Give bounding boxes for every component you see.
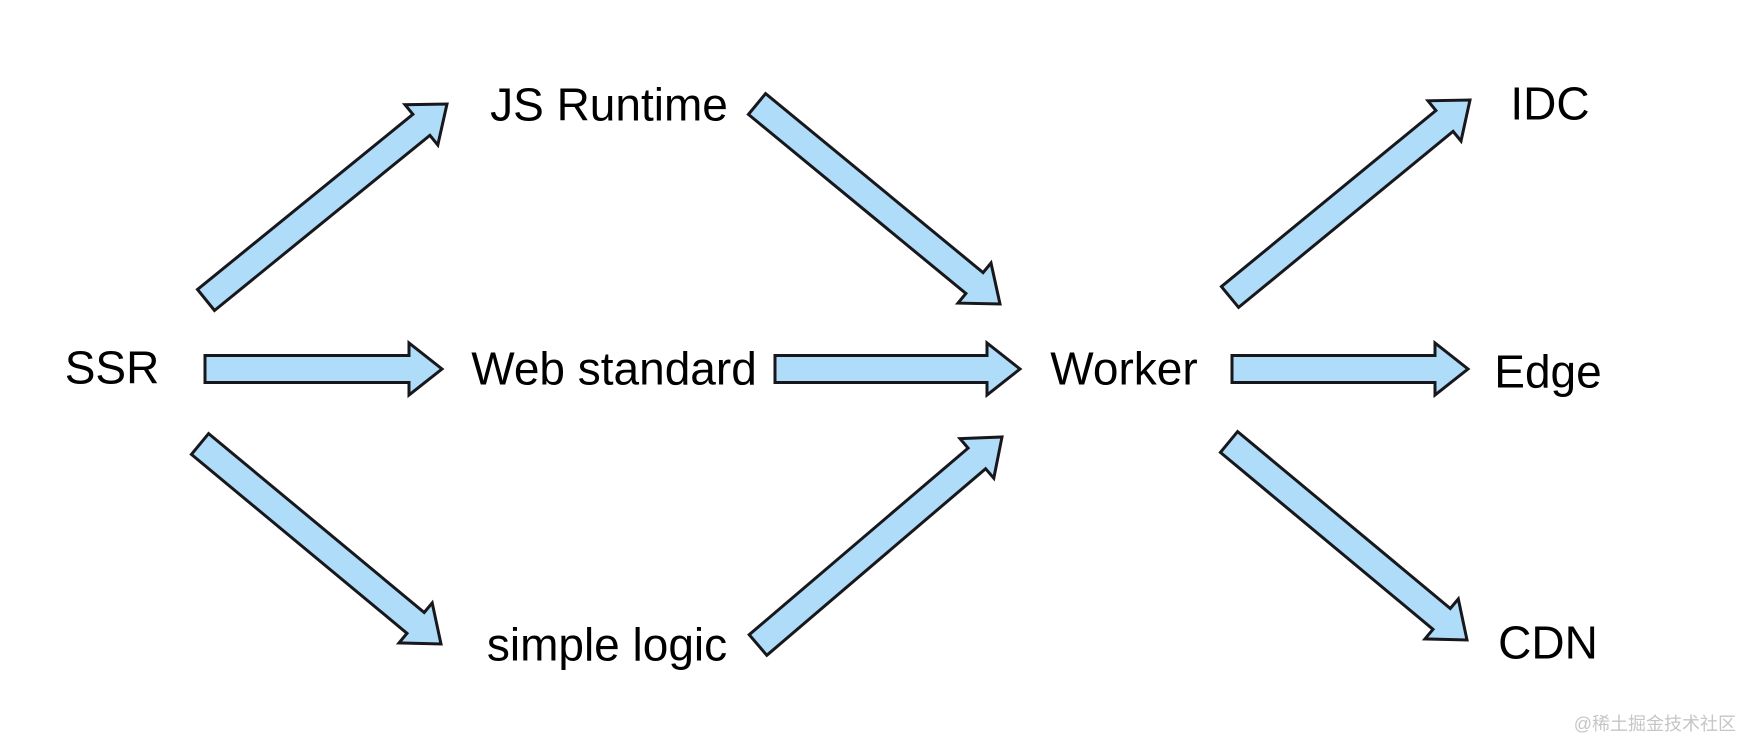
arrow-js-runtime-to-worker bbox=[746, 91, 1002, 306]
node-label-worker: Worker bbox=[1050, 342, 1198, 395]
arrow-ssr-to-js-runtime bbox=[195, 102, 449, 313]
arrow-ssr-to-web-standard bbox=[203, 339, 445, 399]
arrow-ssr-to-simple-logic bbox=[189, 431, 443, 646]
node-label-edge: Edge bbox=[1494, 345, 1602, 398]
arrow-worker-to-idc bbox=[1219, 98, 1472, 310]
arrow-worker-to-edge bbox=[1230, 339, 1471, 399]
node-label-ssr: SSR bbox=[64, 341, 160, 394]
node-label-cdn: CDN bbox=[1498, 616, 1598, 669]
arrow-simple-logic-to-worker bbox=[747, 435, 1004, 658]
node-label-idc: IDC bbox=[1510, 77, 1590, 130]
arrow-worker-to-cdn bbox=[1218, 429, 1469, 642]
node-label-simple-logic: simple logic bbox=[486, 618, 728, 671]
arrow-web-standard-to-worker bbox=[773, 339, 1023, 399]
node-label-js-runtime: JS Runtime bbox=[490, 78, 728, 131]
watermark-text: @稀土掘金技术社区 bbox=[1573, 714, 1736, 735]
node-label-web-standard: Web standard bbox=[471, 342, 757, 395]
